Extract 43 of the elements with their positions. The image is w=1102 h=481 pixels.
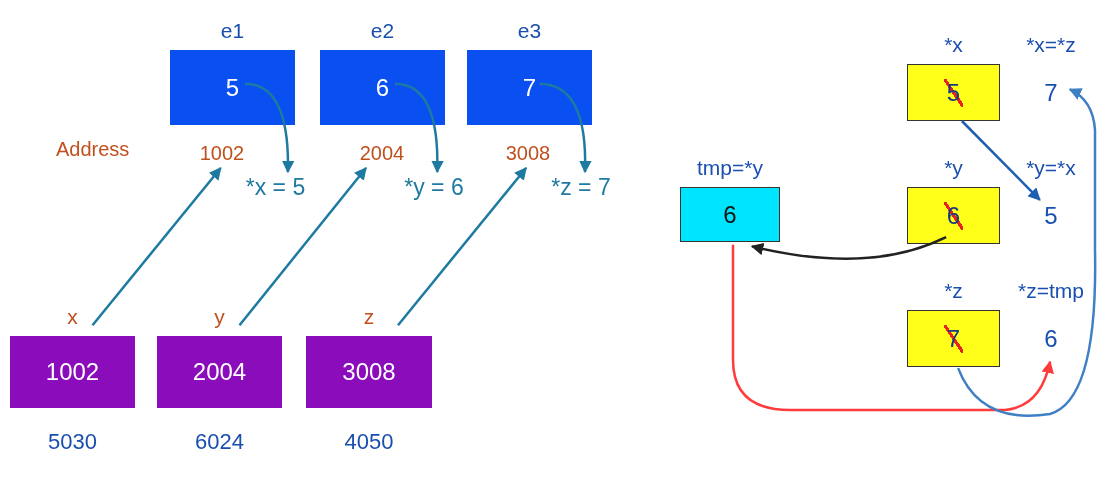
value-text: 5: [1044, 201, 1058, 231]
arrow: [91, 167, 222, 326]
address-text: 5030: [48, 428, 97, 456]
variable-label: e1: [220, 18, 245, 44]
arrow: [961, 120, 1041, 201]
address-text: 6024: [195, 428, 244, 456]
arrow: [539, 82, 592, 174]
variable-label: e2: [370, 18, 395, 44]
arrow: [394, 82, 444, 174]
variable-label: *x: [944, 32, 963, 58]
dereference-text: *x = 5: [245, 173, 306, 202]
variable-label: tmp=*y: [697, 155, 763, 181]
cell-value: 5: [225, 73, 240, 102]
variable-label: *y: [944, 155, 963, 181]
value-text: 6: [1044, 324, 1058, 354]
address-text: 1002: [199, 141, 245, 166]
variable-label: z: [363, 304, 375, 330]
assignment-text: *x=*z: [1026, 32, 1076, 58]
assignment-text: *z=tmp: [1018, 278, 1084, 304]
value-text: 7: [1044, 78, 1058, 108]
variable-label: x: [67, 304, 78, 330]
row-label: Address: [56, 138, 130, 161]
cell-value: 1002: [45, 358, 100, 386]
dereference-text: *z = 7: [551, 173, 611, 202]
variable-label: y: [214, 304, 225, 330]
arrow: [244, 82, 295, 174]
address-text: 2004: [359, 141, 405, 166]
variable-label: e3: [517, 18, 542, 44]
variable-label: *z: [944, 278, 963, 304]
address-text: 4050: [344, 428, 394, 456]
arrow: [956, 88, 1097, 417]
cell-value: 7: [522, 73, 537, 102]
arrow: [238, 167, 367, 326]
arrow: [750, 236, 947, 260]
arrow: [397, 167, 528, 326]
cell-value: 6: [723, 200, 737, 229]
address-text: 3008: [505, 141, 551, 166]
cell-value: 2004: [192, 358, 247, 386]
cell-value: 3008: [342, 358, 396, 386]
assignment-text: *y=*x: [1026, 155, 1076, 181]
dereference-text: *y = 6: [404, 173, 464, 202]
arrow: [731, 244, 1054, 412]
cell-value: 6: [375, 73, 390, 102]
